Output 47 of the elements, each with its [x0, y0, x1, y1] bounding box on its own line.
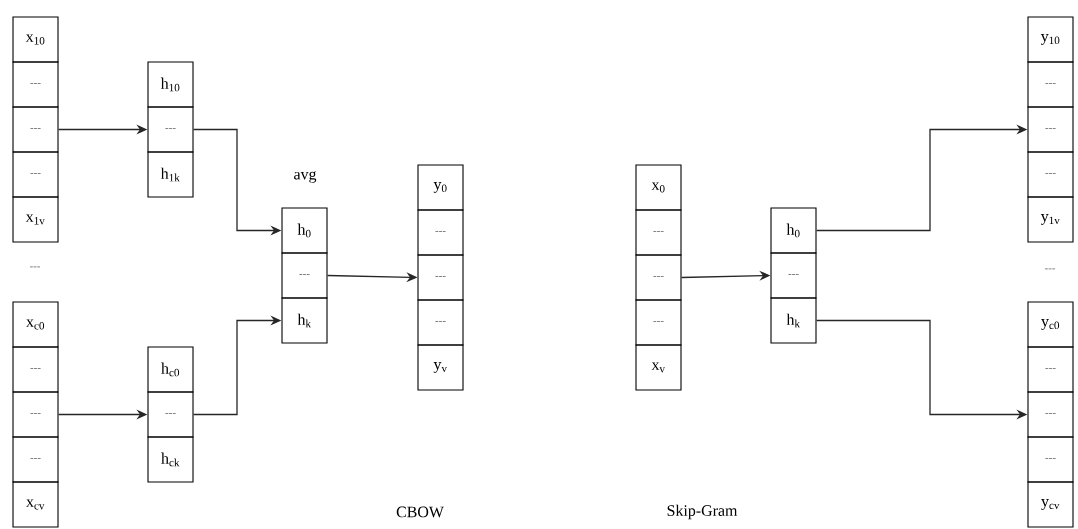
vector-cell: --- — [417, 299, 464, 346]
vector-cell: x$_{1v}$ — [12, 196, 59, 243]
model-label: Skip-Gram — [667, 504, 738, 520]
vector-cell: --- — [770, 252, 817, 299]
vector-cell: --- — [12, 391, 59, 438]
vector-cell: h$_{10}$ — [147, 61, 194, 108]
vector-cell: --- — [635, 254, 682, 301]
vector-cell: y$_{cv}$ — [1027, 481, 1074, 528]
model-label: CBOW — [396, 506, 444, 518]
vector-cell: y$_{0}$ — [417, 164, 464, 211]
vector-cell: --- — [1027, 346, 1074, 393]
ellipsis: --- — [1044, 268, 1056, 270]
vector-cell: --- — [12, 346, 59, 393]
vector-cell: h$_{c0}$ — [147, 346, 194, 393]
vector-cell: y$_{v}$ — [417, 344, 464, 391]
operation-label: avg — [294, 171, 317, 183]
ellipsis: --- — [29, 266, 41, 268]
vector-cell: h$_{0}$ — [281, 207, 328, 254]
vector-cell: h$_{k}$ — [281, 297, 328, 344]
vector-cell: --- — [1027, 151, 1074, 198]
vector-cell: --- — [281, 252, 328, 299]
vector-cell: h$_{ck}$ — [147, 436, 194, 483]
vector-cell: --- — [12, 106, 59, 153]
vector-cell: h$_{k}$ — [770, 297, 817, 344]
vector-cell: --- — [417, 254, 464, 301]
vector-cell: --- — [12, 151, 59, 198]
vector-cell: x$_{v}$ — [635, 344, 682, 391]
vector-cell: y$_{c0}$ — [1027, 301, 1074, 348]
vector-cell: --- — [417, 209, 464, 256]
vector-cell: x$_{c0}$ — [12, 301, 59, 348]
vector-cell: --- — [147, 391, 194, 438]
vector-cell: --- — [1027, 436, 1074, 483]
vector-cell: --- — [1027, 106, 1074, 153]
vector-cell: h$_{1k}$ — [147, 151, 194, 198]
vector-cell: --- — [1027, 391, 1074, 438]
vector-cell: --- — [147, 106, 194, 153]
vector-cell: --- — [12, 436, 59, 483]
vector-cell: x$_{cv}$ — [12, 481, 59, 528]
vector-cell: y$_{10}$ — [1027, 16, 1074, 63]
vector-cell: x$_{10}$ — [12, 16, 59, 63]
vector-cell: --- — [12, 61, 59, 108]
vector-cell: y$_{1v}$ — [1027, 196, 1074, 243]
vector-cell: --- — [1027, 61, 1074, 108]
vector-cell: h$_{0}$ — [770, 207, 817, 254]
vector-cell: x$_{0}$ — [635, 164, 682, 211]
vector-cell: --- — [635, 209, 682, 256]
vector-cell: --- — [635, 299, 682, 346]
